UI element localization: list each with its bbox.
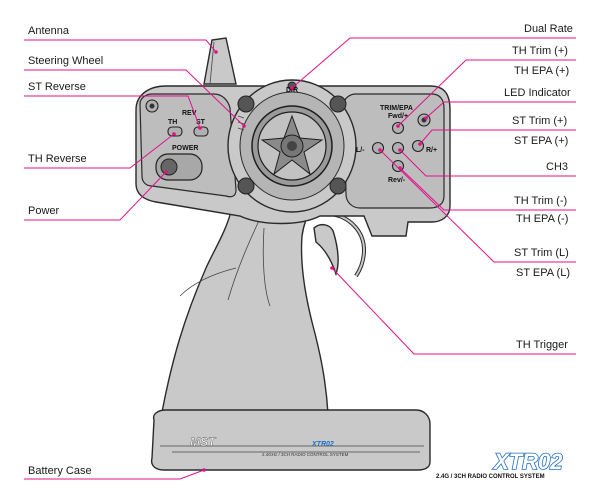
callout-antenna: Antenna — [28, 25, 70, 37]
th-trigger — [313, 223, 339, 277]
th-trim-plus-button — [391, 121, 405, 135]
callout-ch3: CH3 — [546, 161, 568, 173]
model-small: XTR02 — [311, 441, 334, 448]
callout-st-epa-plus: ST EPA (+) — [514, 135, 568, 147]
rev-label: REV — [182, 110, 197, 117]
grip-body — [161, 207, 329, 415]
rev-minus-label: Rev/- — [388, 177, 406, 184]
callout-th-epa-minus: TH EPA (-) — [516, 213, 568, 225]
callout-th-trim-minus: TH Trim (-) — [514, 195, 567, 207]
callout-led-indicator: LED Indicator — [504, 87, 571, 99]
fwd-label: Fwd/+ — [388, 113, 408, 120]
antenna — [203, 37, 237, 85]
callout-steering-wheel: Steering Wheel — [28, 55, 103, 67]
callout-th-epa-plus: TH EPA (+) — [514, 65, 569, 77]
callout-st-trim-plus: ST Trim (+) — [512, 115, 567, 127]
model-logo: XTR02 2.4G / 3CH RADIO CONTROL SYSTEM — [436, 448, 564, 480]
st-label: ST — [196, 119, 206, 126]
trim-epa-label: TRIM/EPA — [380, 105, 413, 112]
transmitter-illustration: REV TH ST POWER D/R TRIM/EPA Fwd/+ L/- R… — [135, 37, 451, 471]
left-callouts: Antenna Steering Wheel ST Reverse TH Rev… — [24, 25, 246, 480]
callout-st-reverse: ST Reverse — [28, 81, 86, 93]
callout-power: Power — [28, 205, 60, 217]
callout-dual-rate: Dual Rate — [524, 23, 573, 35]
callout-st-epa-l: ST EPA (L) — [516, 267, 570, 279]
callout-th-trim-plus: TH Trim (+) — [512, 45, 568, 57]
brand-logo: MST — [190, 435, 217, 449]
tagline-small: 2.4GHz / 3CH RADIO CONTROL SYSTEM — [262, 452, 349, 457]
callout-battery-case: Battery Case — [28, 465, 92, 477]
battery-case — [150, 409, 431, 471]
callout-th-reverse: TH Reverse — [28, 153, 87, 165]
right-plus-label: R/+ — [426, 147, 437, 154]
power-label: POWER — [172, 145, 198, 152]
left-minus-label: L/- — [356, 147, 365, 154]
model-large: XTR02 — [492, 449, 563, 474]
callout-th-trigger: TH Trigger — [516, 339, 568, 351]
tagline-large: 2.4G / 3CH RADIO CONTROL SYSTEM — [436, 474, 545, 480]
dr-label: D/R — [286, 87, 298, 94]
steering-wheel — [237, 81, 347, 195]
th-reverse-switch — [167, 126, 183, 137]
callout-st-trim-l: ST Trim (L) — [514, 247, 569, 259]
th-label: TH — [168, 119, 177, 126]
right-callouts: Dual Rate TH Trim (+) TH EPA (+) LED Ind… — [290, 23, 576, 355]
